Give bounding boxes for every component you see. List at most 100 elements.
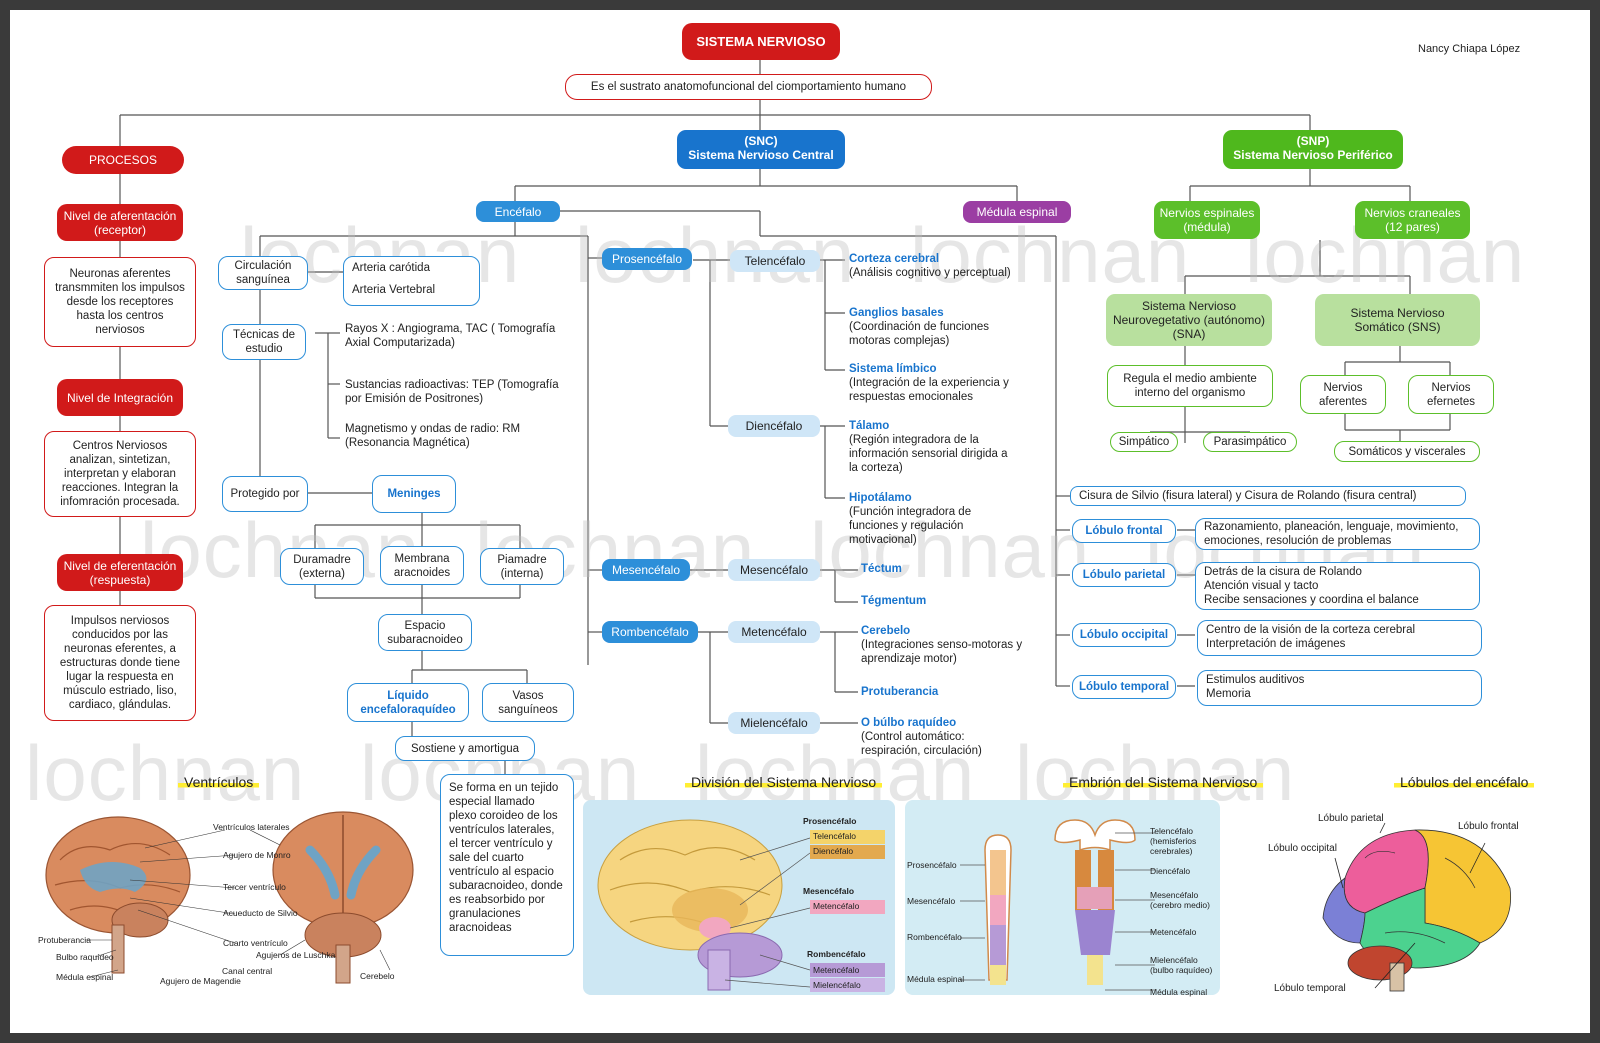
vent-label-7: Bulbo raquídeo: [56, 952, 114, 962]
ganglios-title: Ganglios basales: [849, 307, 944, 319]
main-title: SISTEMA NERVIOSO: [682, 23, 840, 60]
piamadre-node: Piamadre (interna): [480, 548, 564, 585]
meninges-node: Meninges: [372, 475, 456, 513]
corteza-desc: (Análisis cognitivo y perceptual): [849, 267, 1011, 279]
regula-node: Regula el medio ambiente interno del org…: [1107, 365, 1273, 407]
aferentacion-text: Neuronas aferentes transmmiten los impul…: [44, 257, 196, 347]
plexo-box: Se forma en un tejido especial llamado p…: [440, 774, 574, 956]
lobulo-temporal-node: Lóbulo temporal: [1072, 675, 1176, 699]
circulacion-node: Circulación sanguínea: [218, 256, 308, 290]
vent-label-4: Acueducto de Silvio: [223, 908, 298, 918]
snc-subtitle: Sistema Nervioso Central: [688, 148, 834, 162]
connector-lines: [119, 60, 1451, 775]
vent-label-6: Protuberancia: [38, 935, 91, 945]
lobulo-occipital-node: Lóbulo occipital: [1072, 623, 1176, 647]
arteria-carotida: Arteria carótida: [352, 262, 430, 274]
cerebelo-desc: (Integraciones senso-motoras y aprendiza…: [861, 639, 1023, 665]
sns-node: Sistema Nervioso Somático (SNS): [1315, 294, 1480, 346]
lob-label-4: Lóbulo temporal: [1274, 983, 1346, 994]
lobulos-heading: Lóbulos del encéfalo: [1394, 774, 1535, 790]
vent-label-9: Agujero de Magendie: [160, 976, 241, 986]
vent-label-3: Tercer ventrículo: [223, 882, 286, 892]
metencefalo-node: Metencéfalo: [728, 621, 820, 643]
vent-label-10: Canal central: [222, 966, 273, 976]
craneales-node: Nervios craneales (12 pares): [1355, 201, 1470, 239]
emb-label-6: Diencéfalo: [1150, 866, 1191, 876]
lobulo-parietal-d3: Recibe sensaciones y coordina el balance: [1204, 594, 1419, 606]
somaticos-node: Somáticos y viscerales: [1334, 441, 1480, 462]
ventriculos-heading: Ventrículos: [178, 774, 260, 790]
lobulo-temporal-d2: Memoria: [1206, 688, 1251, 700]
snp-subtitle: Sistema Nervioso Periférico: [1233, 148, 1393, 162]
lob-label-1: Lóbulo parietal: [1318, 813, 1384, 824]
lobulos-illustration: [1322, 822, 1512, 992]
protegido-node: Protegido por: [222, 476, 308, 512]
vent-label-5: Cuarto ventrículo: [223, 938, 288, 948]
bulbo-entry: O búlbo raquídeo (Control automático: re…: [861, 716, 1011, 758]
emb-label-2: Mesencéfalo: [907, 896, 956, 906]
parasimpatico-node: Parasimpático: [1203, 432, 1297, 452]
div-label-4: Mesencéfalo: [803, 886, 855, 896]
limbico-entry: Sistema límbico (Integración de la exper…: [849, 362, 1019, 404]
hipotalamo-entry: Hipotálamo (Función integradora de funci…: [849, 491, 999, 547]
bulbo-title: O búlbo raquídeo: [861, 717, 957, 729]
emb-label-3: Rombencéfalo: [907, 932, 962, 942]
lobulo-occipital-d2: Interpretación de imágenes: [1206, 638, 1346, 650]
aferentes-node: Nervios aferentes: [1300, 375, 1386, 414]
eferentacion-title: Nivel de eferentación (respuesta): [57, 554, 183, 591]
sna-node: Sistema Nervioso Neurovegetativo (autóno…: [1106, 294, 1272, 346]
ganglios-entry: Ganglios basales (Coordinación de funcio…: [849, 306, 1014, 348]
ganglios-desc: (Coordinación de funciones motoras compl…: [849, 321, 990, 347]
embrion-illustration: [960, 819, 1155, 991]
cerebelo-entry: Cerebelo (Integraciones senso-motoras y …: [861, 624, 1043, 666]
vasos-node: Vasos sanguíneos: [482, 683, 574, 722]
ventriculos-illustration: [45, 811, 414, 984]
lob-label-3: Lóbulo occipital: [1268, 843, 1337, 854]
tegmentum: Tégmentum: [861, 595, 927, 607]
liquido-node: Líquido encefaloraquídeo: [347, 683, 469, 722]
integracion-title: Nivel de Integración: [57, 379, 183, 416]
author: Nancy Chiapa López: [1418, 43, 1521, 55]
div-label-3: Diencéfalo: [813, 846, 854, 856]
snc-title: (SNC): [744, 134, 778, 148]
emb-label-8: Metencéfalo: [1150, 927, 1197, 937]
lobulo-parietal-d1: Detrás de la cisura de Rolando: [1204, 566, 1362, 578]
vent-label-2: Agujero de Monro: [223, 850, 291, 860]
emb-label-4: Médula espinal: [907, 974, 965, 984]
lobulo-occipital-d1: Centro de la visión de la corteza cerebr…: [1206, 624, 1416, 636]
simpatico-node: Simpático: [1110, 432, 1178, 452]
div-label-6: Rombencéfalo: [807, 949, 866, 959]
hipotalamo-title: Hipotálamo: [849, 492, 912, 504]
telencefalo-node: Telencéfalo: [730, 250, 820, 272]
lobulo-occipital-desc: Centro de la visión de la corteza cerebr…: [1197, 620, 1482, 656]
limbico-desc: (Integración de la experiencia y respues…: [849, 377, 1009, 403]
sostiene-node: Sostiene y amortigua: [395, 736, 535, 761]
div-label-7: Metencéfalo: [813, 965, 860, 975]
subtitle-box: Es el sustrato anatomofuncional del ciom…: [565, 74, 932, 100]
hipotalamo-desc: (Función integradora de funciones y regu…: [849, 506, 972, 546]
vent-label-8: Médula espinal: [56, 972, 114, 982]
div-label-5: Metencéfalo: [813, 901, 860, 911]
div-label-8: Mielencéfalo: [813, 980, 861, 990]
lobulo-temporal-desc: Estimulos auditivos Memoria: [1197, 670, 1482, 706]
corteza-entry: Corteza cerebral (Análisis cognitivo y p…: [849, 252, 1019, 280]
div-label-2: Telencéfalo: [813, 831, 857, 841]
snc-header: (SNC) Sistema Nervioso Central: [677, 130, 845, 169]
emb-label-1: Prosencéfalo: [907, 860, 957, 870]
lobulo-parietal-d2: Atención visual y tacto: [1204, 580, 1319, 592]
div-label-1: Prosencéfalo: [803, 816, 857, 826]
aracnoides-node: Membrana aracnoides: [380, 546, 464, 585]
limbico-title: Sistema límbico: [849, 363, 937, 375]
vent-label-12: Cerebelo: [360, 971, 395, 981]
corteza-title: Corteza cerebral: [849, 253, 940, 265]
lobulo-temporal-d1: Estimulos auditivos: [1206, 674, 1305, 686]
talamo-title: Tálamo: [849, 420, 890, 432]
cerebelo-title: Cerebelo: [861, 625, 911, 637]
tecnica-2: Sustancias radioactivas: TEP (Tomografía…: [345, 379, 559, 405]
emb-label-10: Médula espinal: [1150, 987, 1208, 997]
tecnicas-node: Técnicas de estudio: [222, 324, 306, 360]
snp-header: (SNP) Sistema Nervioso Periférico: [1223, 130, 1403, 169]
vent-label-11: Agujeros de Luschka: [256, 950, 336, 960]
diencefalo-node: Diencéfalo: [728, 415, 820, 437]
snp-title: (SNP): [1296, 134, 1330, 148]
